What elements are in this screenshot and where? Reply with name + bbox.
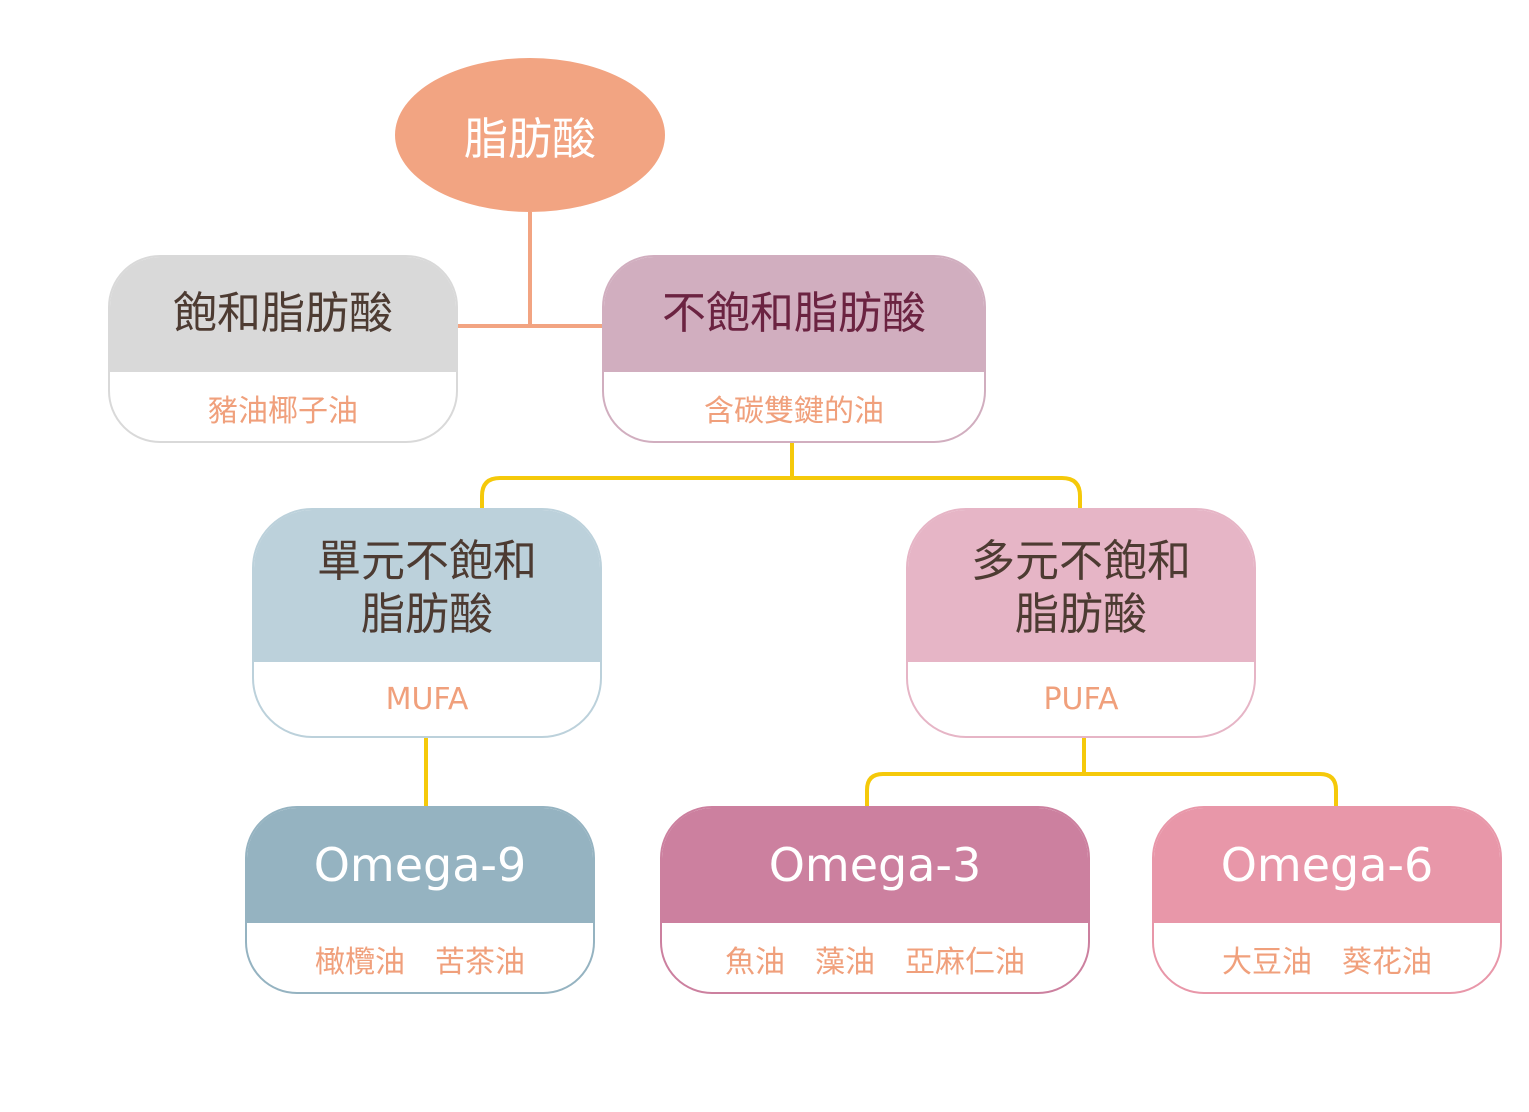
unsaturated-examples: 含碳雙鍵的油 [704, 393, 884, 429]
omega3-examples: 魚油 藻油 亞麻仁油 [725, 944, 1025, 980]
root-connector [458, 212, 602, 328]
omega6-examples: 大豆油 葵花油 [1222, 944, 1432, 980]
saturated-examples: 豬油椰子油 [208, 393, 358, 429]
saturated-fat-node: 飽和脂肪酸 豬油椰子油 [108, 255, 458, 443]
mufa-abbreviation: MUFA [385, 681, 469, 717]
pufa-title-line2: 脂肪酸 [1015, 589, 1147, 640]
mufa-title-line2: 脂肪酸 [361, 589, 493, 640]
pufa-node: 多元不飽和 脂肪酸 PUFA [906, 508, 1256, 738]
omega9-examples: 橄欖油 苦茶油 [315, 944, 525, 980]
mufa-title-line1: 單元不飽和 [317, 536, 537, 588]
pufa-title-line1: 多元不飽和 [971, 536, 1191, 588]
pufa-connector [865, 738, 1338, 806]
omega6-title: Omega-6 [1220, 837, 1434, 892]
fatty-acid-root-node: 脂肪酸 [395, 58, 665, 212]
saturated-title: 飽和脂肪酸 [173, 288, 393, 340]
pufa-abbreviation: PUFA [1043, 681, 1119, 717]
omega3-title: Omega-3 [768, 837, 982, 892]
mufa-node: 單元不飽和 脂肪酸 MUFA [252, 508, 602, 738]
root-label: 脂肪酸 [464, 114, 596, 165]
omega9-title: Omega-9 [313, 837, 527, 892]
omega6-node: Omega-6 大豆油 葵花油 [1152, 806, 1502, 994]
unsaturated-fat-node: 不飽和脂肪酸 含碳雙鍵的油 [602, 255, 986, 443]
omega3-node: Omega-3 魚油 藻油 亞麻仁油 [660, 806, 1090, 994]
omega9-node: Omega-9 橄欖油 苦茶油 [245, 806, 595, 994]
unsaturated-title: 不飽和脂肪酸 [662, 288, 926, 340]
unsaturated-connector [480, 443, 1082, 508]
